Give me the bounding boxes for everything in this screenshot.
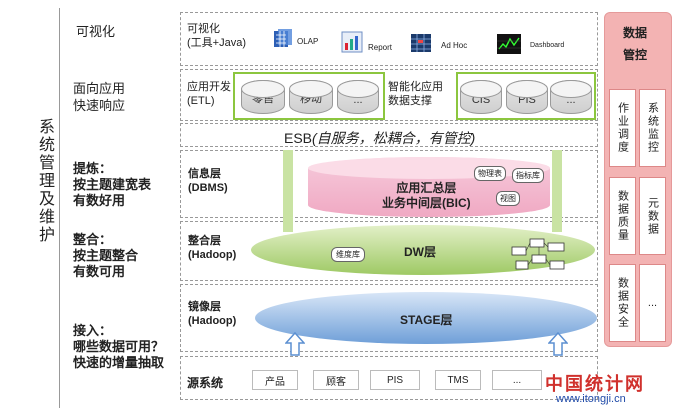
left-divider (59, 8, 60, 408)
left-sec-integrate-line3: 有数可用 (73, 264, 126, 279)
viz-row (180, 12, 598, 66)
left-sec-ingest-line1: 接入： (73, 323, 113, 338)
esb-label: ESB(自服务，松耦合，有管控) (284, 128, 475, 148)
source-product: 产品 (252, 370, 298, 390)
info-row (180, 150, 598, 218)
left-sec-integrate-line2: 按主题整合 (73, 248, 139, 263)
mirror-label-line2: (Hadoop) (188, 315, 237, 327)
app-dev-title: 应用开发 (ETL) (187, 80, 231, 108)
stage-title: STAGE层 (400, 313, 453, 327)
bic-title: 应用汇总层 业务中间层(BIC) (382, 181, 471, 211)
governance-title: 数据 管控 (620, 22, 650, 66)
adhoc-icon (410, 33, 432, 53)
intel-line1: 智能化应用 (388, 81, 443, 93)
info-label-line1: 信息层 (188, 168, 221, 180)
stage-ellipse (255, 292, 597, 344)
integ-row (180, 221, 598, 281)
dw-ellipse (251, 225, 595, 275)
left-sec-refine-line1: 提炼： (73, 161, 113, 176)
dashboard-icon (497, 34, 521, 54)
intel-line2: 数据支撑 (388, 95, 432, 107)
governance-more: ... (639, 264, 666, 342)
up-arrow-right-icon (547, 331, 569, 356)
info-label-line2: (DBMS) (188, 182, 228, 194)
mirror-label-line1: 镜像层 (188, 301, 221, 313)
bic-title-line1: 应用汇总层 (396, 181, 457, 195)
left-sec-ingest: 接入： 哪些数据可用？ 快速的增量抽取 (73, 323, 164, 371)
watermark-brand: 中国统计网 (545, 374, 645, 394)
job-scheduling: 作业调度 (609, 89, 636, 167)
esb-row (180, 123, 598, 147)
left-sec-refine-line3: 有数好用 (73, 193, 126, 208)
more-dev-db: ... (337, 80, 379, 114)
watermark-url: www.itongji.cn (556, 393, 626, 405)
esb-prefix: ESB (284, 130, 313, 146)
metadata: 元数据 (639, 177, 666, 255)
up-arrow-left-icon (284, 331, 306, 356)
pipe-right (552, 150, 562, 232)
system-management-label: 系统管理及维护 (36, 118, 53, 244)
source-more: ... (492, 370, 542, 390)
data-security: 数据安全 (609, 264, 636, 342)
left-sec-visualize: 可视化 (76, 24, 116, 39)
retail-db: 零售 (241, 80, 285, 114)
app-row (180, 69, 598, 121)
cis-db: CIS (460, 80, 502, 114)
app-dev-line1: 应用开发 (187, 81, 231, 93)
source-pis: PIS (370, 370, 420, 390)
info-label: 信息层 (DBMS) (188, 167, 228, 195)
integ-label-line1: 整合层 (188, 235, 221, 247)
esb-detail: (自服务，松耦合，有管控) (312, 130, 476, 146)
left-sec-ingest-line2: 哪些数据可用？ (73, 339, 165, 354)
left-sec-refine-line2: 按主题建宽表 (73, 177, 152, 192)
source-label: 源系统 (187, 376, 224, 390)
governance-title-line2: 管控 (622, 48, 647, 62)
more-intel-db: ... (550, 80, 592, 114)
left-sec-app-line1: 面向应用 (73, 81, 126, 96)
dashboard-label: Dashboard (530, 42, 565, 49)
integ-label: 整合层 (Hadoop) (188, 234, 236, 262)
mirror-row (180, 284, 598, 352)
left-sec-app: 面向应用 快速响应 (73, 80, 125, 114)
data-quality: 数据质量 (609, 177, 636, 255)
tag-indicator-lib: 指标库 (512, 168, 544, 183)
schema-diagram-icon (510, 237, 568, 273)
report-label: Report (368, 43, 393, 52)
intel-group (456, 72, 596, 120)
mirror-label: 镜像层 (Hadoop) (188, 300, 236, 328)
left-sec-app-line2: 快速响应 (73, 98, 126, 113)
pis-db: PIS (506, 80, 548, 114)
bic-title-line2: 业务中间层(BIC) (382, 196, 471, 210)
left-sec-integrate-line1: 整合： (73, 232, 113, 247)
viz-title: 可视化 (工具+Java) (187, 22, 246, 50)
viz-title-line1: 可视化 (187, 23, 220, 35)
left-sec-integrate: 整合： 按主题整合 有数可用 (73, 232, 138, 280)
governance-title-line1: 数据 (622, 26, 647, 40)
dw-title: DW层 (404, 245, 436, 259)
tag-view: 视图 (496, 191, 520, 206)
tag-physical-table: 物理表 (474, 166, 506, 181)
mobile-db: 移动 (289, 80, 333, 114)
olap-icon (272, 27, 294, 51)
olap-label: OLAP (297, 37, 319, 46)
source-row (180, 356, 598, 400)
report-icon (341, 31, 363, 53)
adhoc-label: Ad Hoc (441, 41, 468, 50)
viz-title-line2: (工具+Java) (187, 37, 246, 49)
source-customer: 顾客 (313, 370, 359, 390)
left-sec-refine: 提炼： 按主题建宽表 有数好用 (73, 161, 151, 209)
left-sec-ingest-line3: 快速的增量抽取 (73, 355, 165, 370)
system-monitoring: 系统监控 (639, 89, 666, 167)
intel-title: 智能化应用 数据支撑 (388, 80, 443, 108)
pipe-left (283, 150, 293, 232)
app-dev-group (233, 72, 385, 120)
app-dev-line2: (ETL) (187, 95, 215, 107)
tag-dimension-lib: 维度库 (331, 247, 365, 262)
integ-label-line2: (Hadoop) (188, 249, 237, 261)
source-tms: TMS (435, 370, 481, 390)
